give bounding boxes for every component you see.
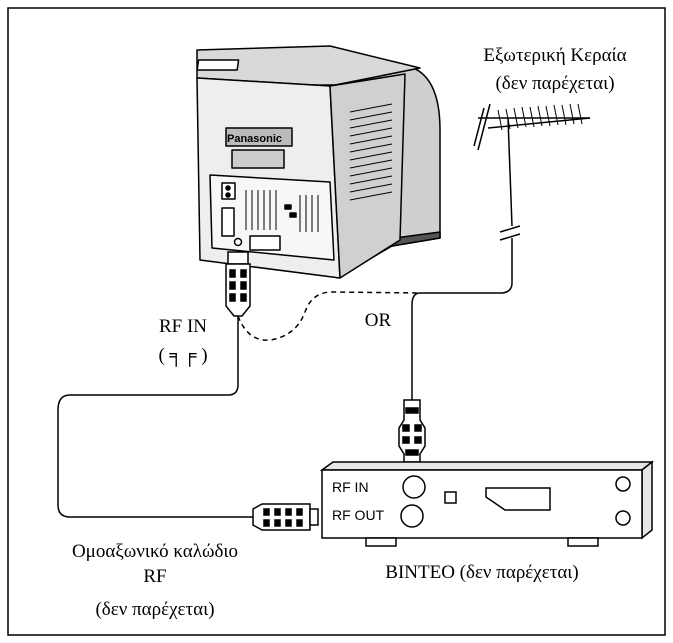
vcr-label: ΒΙΝΤΕΟ (δεν παρέχεται) (385, 562, 578, 583)
cable-antenna-to-vcr (411, 282, 513, 400)
or-label: OR (365, 310, 392, 331)
vcr-input-plug (398, 399, 426, 463)
coax-cable-note: (δεν παρέχεται) (95, 599, 214, 620)
rf-in-label: RF IN (159, 316, 207, 337)
vcr-unit (319, 460, 655, 547)
coax-cable-label-rf: RF (143, 566, 166, 587)
diagram-frame (7, 7, 666, 636)
cable-dashed-or (237, 291, 421, 341)
tv-set (196, 45, 441, 279)
antenna-icon (473, 103, 591, 283)
vcr-output-plug (252, 503, 319, 531)
tv-brand-label: Panasonic (227, 133, 282, 145)
vcr-rf-out-label: RF OUT (332, 507, 385, 523)
antenna-label: Εξωτερική Κεραία (483, 45, 626, 66)
coax-cable-label: Ομοαξωνικό καλώδιο (72, 541, 238, 562)
rf-in-symbol: ( ╕╒ ) (158, 345, 207, 367)
cable-coaxial-rf (57, 316, 253, 518)
antenna-note: (δεν παρέχεται) (495, 73, 614, 94)
tv-rf-plug (225, 251, 251, 317)
vcr-rf-in-label: RF IN (332, 479, 369, 495)
